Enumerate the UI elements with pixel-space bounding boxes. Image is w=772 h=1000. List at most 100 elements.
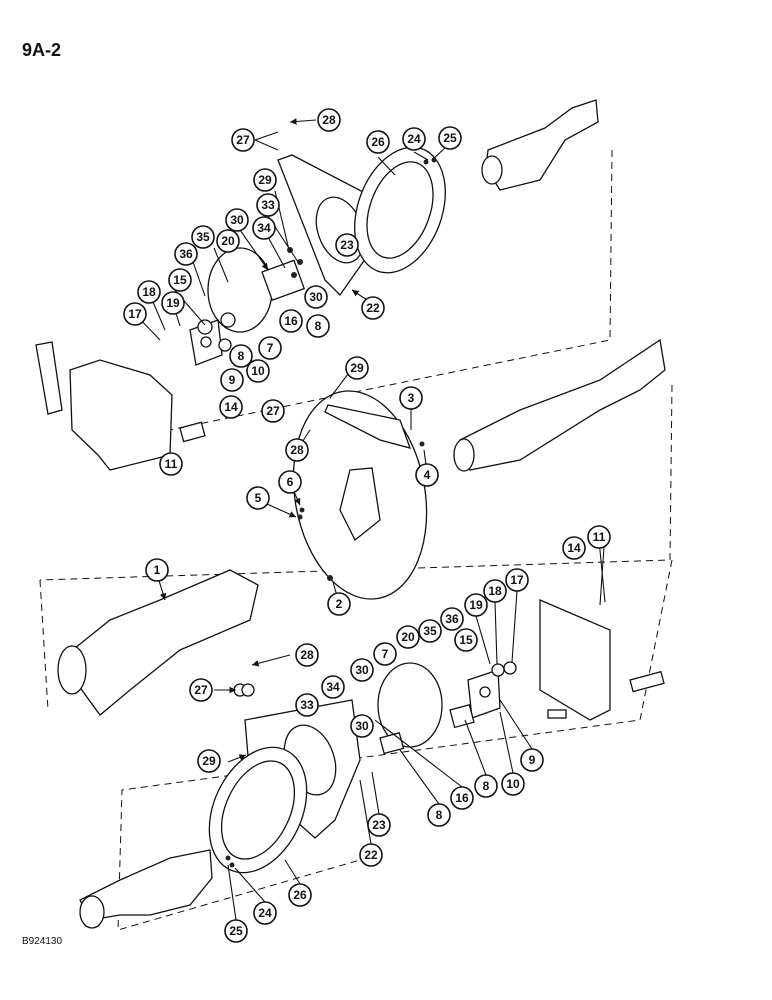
- callout-27c: 27: [189, 678, 213, 702]
- svg-text:20: 20: [401, 630, 415, 644]
- assembly-boundary-lines: [39, 149, 673, 931]
- svg-text:34: 34: [326, 680, 340, 694]
- callout-17b: 17: [505, 568, 529, 592]
- callout-27b: 27: [261, 399, 285, 423]
- svg-text:8: 8: [238, 349, 245, 363]
- callout-8b: 8: [229, 344, 253, 368]
- svg-text:7: 7: [267, 341, 274, 355]
- callout-34b: 34: [321, 675, 345, 699]
- scraper-blade-3: [324, 404, 412, 449]
- callout-bubbles: 28 27 26 24 25 29 33 34 30 35 20 36 23 1…: [123, 108, 611, 943]
- callout-5: 5: [246, 486, 270, 510]
- callout-35b: 35: [418, 619, 442, 643]
- callout-29: 29: [253, 168, 277, 192]
- svg-text:9: 9: [529, 753, 536, 767]
- svg-text:5: 5: [255, 491, 262, 505]
- svg-text:34: 34: [257, 221, 271, 235]
- svg-text:33: 33: [261, 198, 275, 212]
- callout-10b: 10: [501, 772, 525, 796]
- upper-assembly-parts: [35, 99, 599, 471]
- callout-30c: 30: [350, 658, 374, 682]
- svg-text:8: 8: [315, 319, 322, 333]
- callout-11a: 11: [159, 452, 183, 476]
- svg-text:27: 27: [266, 404, 280, 418]
- svg-text:25: 25: [443, 131, 457, 145]
- callout-4: 4: [415, 463, 439, 487]
- support-frame-lower: [539, 599, 611, 721]
- lower-assembly-parts: [79, 599, 665, 929]
- support-frame-upper: [69, 359, 173, 471]
- leader-lines-lower: [227, 590, 533, 921]
- callout-8a: 8: [306, 314, 330, 338]
- svg-text:17: 17: [510, 573, 524, 587]
- callout-27: 27: [231, 128, 255, 152]
- callout-23: 23: [335, 233, 359, 257]
- callout-36b: 36: [440, 607, 464, 631]
- svg-text:36: 36: [179, 247, 193, 261]
- callout-28b: 28: [285, 438, 309, 462]
- illustration-code: B924130: [22, 936, 63, 947]
- callout-7a: 7: [258, 336, 282, 360]
- cover-plate-upper: [35, 341, 63, 415]
- svg-text:28: 28: [290, 443, 304, 457]
- callout-30: 30: [225, 208, 249, 232]
- svg-text:2: 2: [336, 597, 343, 611]
- callout-14a: 14: [219, 395, 243, 419]
- svg-text:15: 15: [173, 273, 187, 287]
- svg-text:16: 16: [455, 791, 469, 805]
- svg-text:36: 36: [445, 612, 459, 626]
- svg-text:11: 11: [593, 530, 606, 544]
- callout-34: 34: [252, 216, 276, 240]
- callout-29c: 29: [197, 749, 221, 773]
- svg-text:19: 19: [469, 598, 483, 612]
- svg-text:24: 24: [258, 906, 272, 920]
- callout-19b: 19: [464, 593, 488, 617]
- svg-text:22: 22: [366, 301, 380, 315]
- svg-text:30: 30: [355, 719, 369, 733]
- svg-text:18: 18: [142, 285, 156, 299]
- callout-33b: 33: [295, 693, 319, 717]
- callout-18: 18: [137, 280, 161, 304]
- callout-9b: 9: [520, 748, 544, 772]
- callout-20: 20: [216, 229, 240, 253]
- svg-text:22: 22: [364, 848, 378, 862]
- callout-33: 33: [256, 193, 280, 217]
- disc-7-upper: [207, 247, 273, 333]
- callout-20b: 20: [396, 625, 420, 649]
- svg-text:30: 30: [230, 213, 244, 227]
- svg-text:28: 28: [300, 648, 314, 662]
- callout-15b: 15: [454, 628, 478, 652]
- svg-text:23: 23: [340, 238, 354, 252]
- callout-16b: 16: [450, 786, 474, 810]
- svg-text:7: 7: [382, 647, 389, 661]
- callout-1: 1: [145, 558, 169, 582]
- svg-text:11: 11: [165, 457, 178, 471]
- svg-text:27: 27: [236, 133, 250, 147]
- callout-7b: 7: [373, 642, 397, 666]
- end-shaft-housing-upper: [485, 99, 599, 191]
- callout-14b: 14: [562, 536, 586, 560]
- svg-text:19: 19: [166, 296, 180, 310]
- callout-23b: 23: [367, 813, 391, 837]
- svg-text:15: 15: [459, 633, 473, 647]
- svg-text:10: 10: [506, 777, 520, 791]
- callout-30b: 30: [304, 285, 328, 309]
- callout-24: 24: [402, 127, 426, 151]
- callout-35: 35: [191, 225, 215, 249]
- svg-text:17: 17: [128, 307, 142, 321]
- callout-10a: 10: [246, 359, 270, 383]
- callout-25b: 25: [224, 919, 248, 943]
- svg-text:16: 16: [284, 314, 298, 328]
- svg-text:28: 28: [322, 113, 336, 127]
- svg-text:14: 14: [567, 541, 581, 555]
- callout-15: 15: [168, 268, 192, 292]
- callout-18b: 18: [483, 579, 507, 603]
- svg-text:29: 29: [202, 754, 216, 768]
- svg-text:4: 4: [424, 468, 431, 482]
- svg-text:23: 23: [372, 818, 386, 832]
- callout-26b: 26: [288, 883, 312, 907]
- callout-8d: 8: [427, 803, 451, 827]
- svg-text:30: 30: [355, 663, 369, 677]
- svg-text:24: 24: [407, 132, 421, 146]
